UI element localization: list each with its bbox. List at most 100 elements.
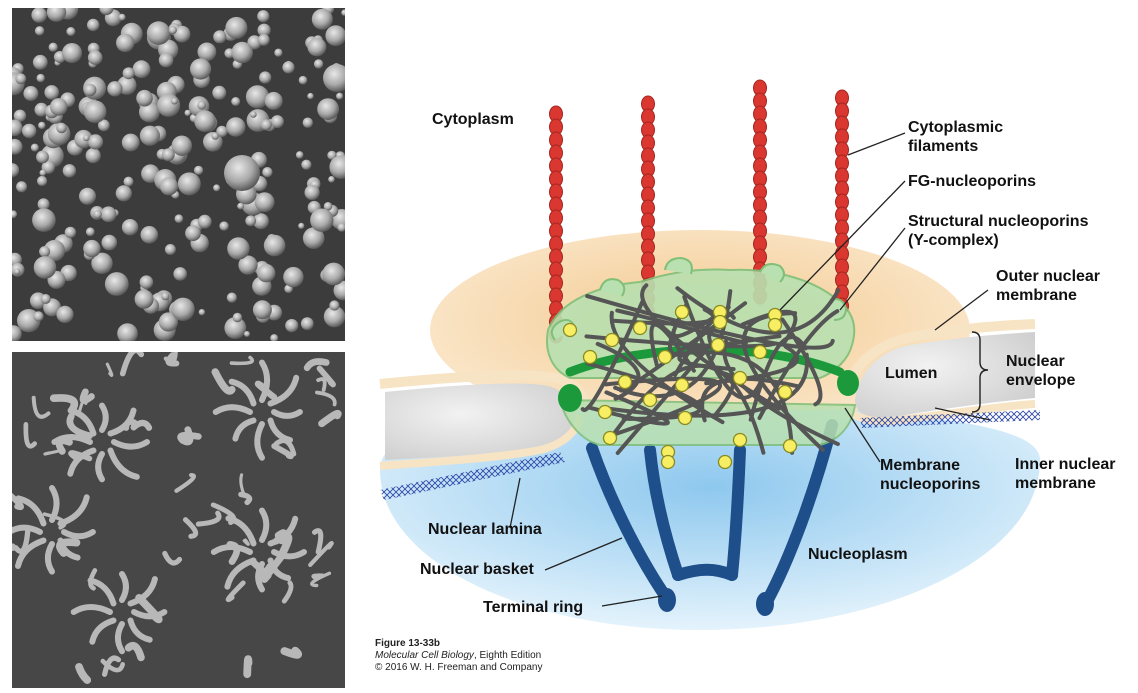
- micrograph-particle: [263, 234, 286, 257]
- micrograph-particle: [79, 187, 96, 205]
- label-fg-nucleoporins: FG-nucleoporins: [908, 173, 1036, 190]
- micrograph-strand: [56, 538, 81, 557]
- micrograph-strand: [102, 655, 122, 677]
- micrograph-particle: [121, 219, 139, 236]
- micrograph-strand: [254, 380, 278, 401]
- micrograph-particle: [322, 262, 345, 286]
- micrograph-strand: [114, 621, 125, 655]
- fg-bead: [710, 337, 726, 353]
- micrograph-particle: [173, 267, 187, 281]
- fg-bead: [674, 304, 690, 320]
- micrograph-strand: [95, 451, 105, 483]
- micrograph-particle: [226, 292, 237, 303]
- micrograph-strand: [316, 365, 336, 388]
- micrograph-particle: [31, 8, 47, 23]
- label-inner-nuclear-membrane: Inner nuclear membrane: [1015, 456, 1116, 492]
- nuclear-basket-group: [586, 419, 838, 616]
- fg-bead: [632, 320, 648, 336]
- micrograph-bottom-image: [12, 352, 345, 688]
- nuclear-basket-filament: [644, 444, 684, 581]
- micrograph-particle: [161, 292, 170, 301]
- micrograph-strand: [127, 576, 158, 607]
- micrograph-particle: [83, 100, 107, 123]
- micrograph-particle: [323, 64, 345, 92]
- micrograph-particle: [36, 150, 49, 164]
- micrograph-strand: [66, 412, 93, 440]
- micrograph-strand: [259, 507, 270, 543]
- label-outer-nuclear-membrane: Outer nuclear membrane: [996, 268, 1101, 304]
- label-cytoplasm: Cytoplasm: [432, 111, 514, 128]
- fg-strand: [585, 361, 703, 421]
- micrograph-strand: [254, 421, 265, 461]
- micrograph-strand: [42, 512, 67, 530]
- micrograph-strand: [280, 646, 302, 659]
- micrograph-strand: [267, 557, 292, 582]
- micrograph-particle: [226, 117, 246, 137]
- micrograph-cytoplasmic-face: [12, 8, 345, 341]
- micrograph-particle: [136, 89, 153, 107]
- micrograph-particle: [244, 331, 250, 337]
- fg-strand: [609, 310, 725, 425]
- micrograph-particle: [99, 8, 114, 16]
- label-terminal-ring: Terminal ring: [483, 599, 584, 616]
- fg-strand: [580, 299, 645, 412]
- fg-bead: [712, 314, 728, 330]
- micrograph-particle: [15, 73, 27, 85]
- micrograph-particle: [298, 222, 305, 229]
- terminal-ring-node: [756, 592, 774, 616]
- micrograph-particle: [132, 60, 151, 79]
- micrograph-particle: [139, 275, 154, 290]
- micrograph-particle: [85, 227, 95, 237]
- micrograph-strand: [79, 388, 95, 404]
- micrograph-particle: [171, 97, 178, 105]
- micrograph-strand: [99, 402, 109, 433]
- membrane-nucleoporin-left: [558, 384, 582, 412]
- micrograph-particle: [329, 155, 345, 179]
- lumen-right: [855, 332, 1035, 418]
- micrograph-strand: [229, 355, 255, 366]
- micrograph-particle: [252, 213, 269, 230]
- micrograph-particle: [158, 312, 178, 332]
- micrograph-strand: [43, 448, 66, 456]
- micrograph-particle: [313, 59, 324, 69]
- label-nuclear-envelope: Nuclear envelope: [1006, 353, 1076, 389]
- micrograph-particle: [171, 135, 192, 156]
- micrograph-strand: [119, 352, 145, 377]
- micrograph-particle: [307, 37, 327, 57]
- fg-bead: [677, 410, 693, 426]
- micrograph-particle: [39, 169, 47, 177]
- micrograph-strand: [271, 409, 303, 419]
- micrograph-strand: [310, 571, 332, 588]
- micrograph-strand: [12, 524, 43, 535]
- nuclear-pore-diagram: [379, 79, 1040, 630]
- micrograph-strand: [311, 528, 324, 555]
- micrograph-strand: [177, 431, 202, 444]
- micrograph-particle: [257, 23, 271, 37]
- fg-bead: [660, 454, 676, 470]
- micrograph-particle: [302, 227, 325, 249]
- micrograph-particle: [43, 239, 66, 262]
- micrograph-top-image: [12, 8, 345, 341]
- micrograph-particle: [30, 143, 39, 152]
- fg-bead: [602, 430, 618, 446]
- micrograph-particle: [301, 159, 312, 170]
- micrograph-particle: [37, 175, 48, 187]
- micrograph-particle: [104, 272, 129, 296]
- micrograph-particle: [213, 184, 221, 192]
- micrograph-strand: [267, 374, 300, 407]
- micrograph-particle: [56, 122, 67, 134]
- fg-strand: [780, 317, 823, 407]
- micrograph-particle: [336, 92, 344, 100]
- micrograph-particle: [327, 150, 337, 160]
- micrograph-strand: [15, 537, 47, 569]
- micrograph-particle: [337, 223, 345, 232]
- micrograph-particle: [341, 9, 345, 16]
- micrograph-strand: [67, 447, 97, 477]
- micrograph-particle: [122, 67, 135, 80]
- fg-strand: [605, 352, 810, 418]
- micrograph-particle: [252, 300, 272, 320]
- micrograph-particle: [237, 202, 245, 210]
- micrograph-strand: [70, 604, 113, 615]
- micrograph-strand: [212, 404, 253, 415]
- caption-copyright: © 2016 W. H. Freeman and Company: [375, 662, 543, 673]
